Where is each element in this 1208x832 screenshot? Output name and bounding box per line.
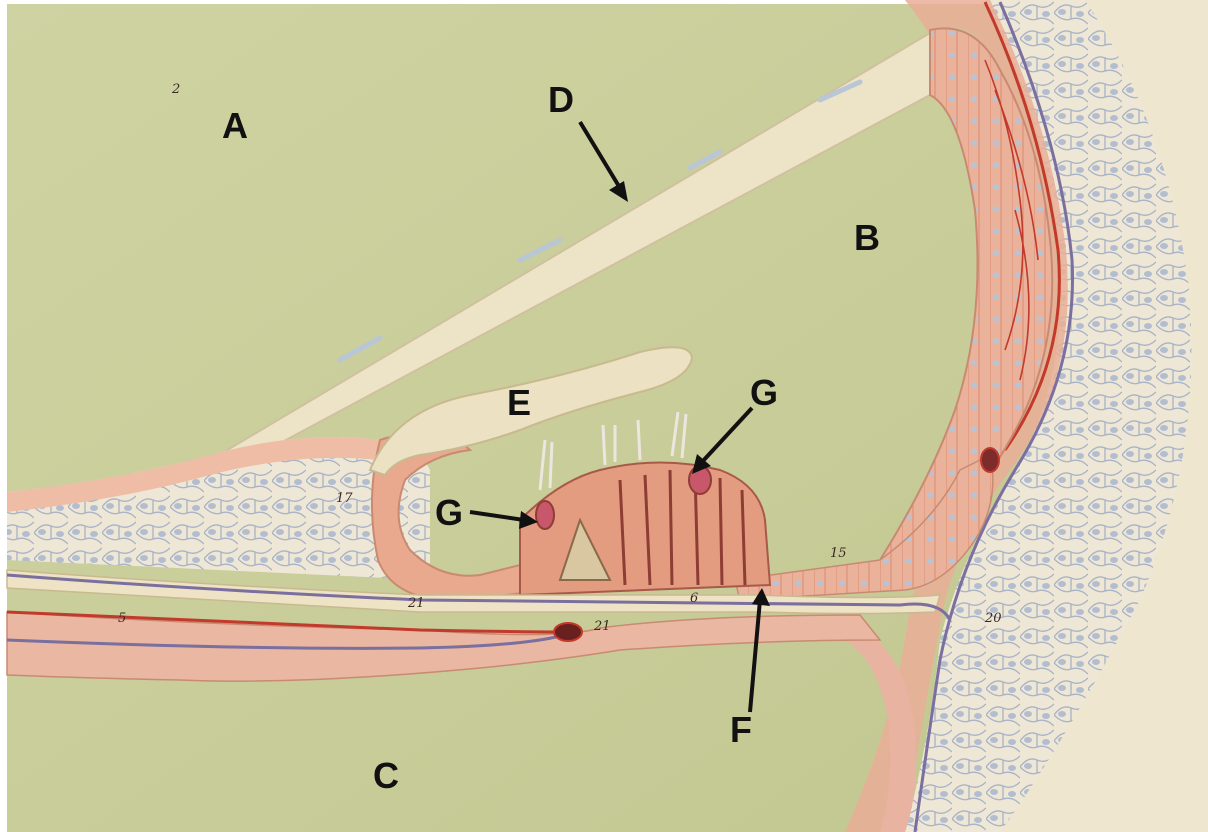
spiral-prominence-vessel xyxy=(980,447,1000,473)
stria-red-capillaries xyxy=(984,59,1039,381)
arrow-d-shaft xyxy=(578,120,622,190)
stereocilia xyxy=(538,411,688,491)
model-number-2: 2 xyxy=(171,82,180,97)
model-number-6: 6 xyxy=(690,591,698,606)
tectorial-membrane xyxy=(368,346,694,477)
model-number-21a: 21 xyxy=(407,596,425,611)
arrow-f-head xyxy=(752,588,770,606)
model-number-15: 15 xyxy=(830,546,847,561)
membrane-highlights xyxy=(337,79,863,363)
outer-blue-vessel xyxy=(913,1,1074,832)
label-g-left: G xyxy=(435,492,463,533)
label-b: B xyxy=(854,217,880,258)
label-g-right: G xyxy=(750,372,778,413)
arrow-f-shaft xyxy=(748,599,762,713)
label-c: C xyxy=(373,755,399,796)
arrow-g-left-head xyxy=(519,511,538,529)
lower-blue-nerve-2 xyxy=(6,634,561,650)
hair-cell-left xyxy=(535,500,555,530)
model-number-21b: 21 xyxy=(593,619,611,634)
spiral-ligament xyxy=(905,0,1192,832)
tunnel-of-corti xyxy=(558,517,612,581)
label-a: A xyxy=(222,105,248,146)
top-edge-strip xyxy=(0,0,1208,4)
model-number-17: 17 xyxy=(336,491,353,506)
corti-cell-columns xyxy=(618,469,747,586)
spiral-limbus xyxy=(7,437,430,580)
arrow-g-right-shaft xyxy=(700,406,754,464)
inner-sulcus xyxy=(371,431,547,602)
label-d: D xyxy=(548,79,574,120)
annotation-arrows xyxy=(469,120,770,713)
arrow-d-head xyxy=(609,181,628,202)
model-number-20: 20 xyxy=(984,611,1002,626)
left-edge-strip xyxy=(0,0,7,832)
model-number-5: 5 xyxy=(118,611,126,626)
outer-red-vessel xyxy=(983,1,1061,451)
outer-cream-region xyxy=(900,0,1208,832)
lower-bone-arc xyxy=(845,630,917,832)
label-f: F xyxy=(730,709,752,750)
lower-red-vessel xyxy=(6,610,561,634)
label-e: E xyxy=(507,382,531,423)
limbus-pink-edge xyxy=(7,437,380,512)
arrow-g-right-head xyxy=(692,454,711,474)
lower-blue-nerve xyxy=(6,573,952,621)
spiral-vessel xyxy=(553,622,583,642)
outer-sulcus-cells xyxy=(734,453,994,601)
arrow-g-left-shaft xyxy=(469,510,525,522)
